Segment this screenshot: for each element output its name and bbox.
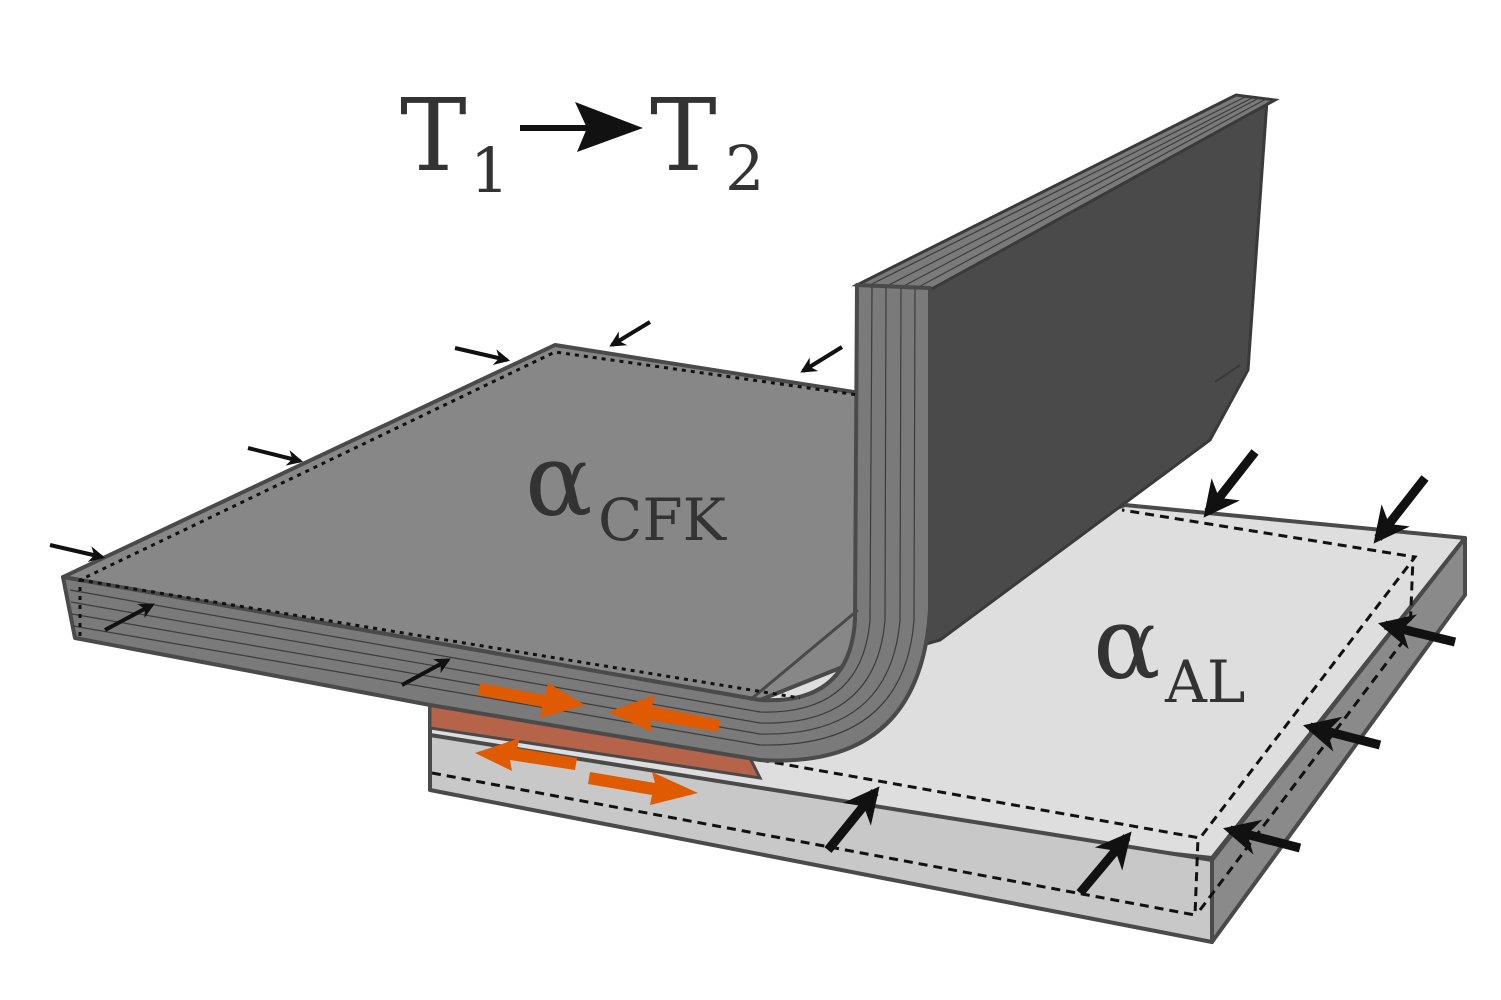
arrow-icon bbox=[1076, 831, 1132, 896]
shear-arrows bbox=[475, 683, 720, 805]
arrow-icon bbox=[247, 446, 304, 466]
arrow-icon bbox=[1378, 614, 1457, 650]
arrow-icon bbox=[824, 786, 880, 853]
t2-subscript: 2 bbox=[725, 132, 764, 205]
al-dashed-outline-top bbox=[759, 508, 1418, 840]
arrow-icon bbox=[609, 320, 652, 347]
arrow-icon bbox=[1203, 449, 1259, 518]
shear-arrow-left-lower-icon bbox=[475, 738, 577, 771]
alpha-al-label: α AL bbox=[1093, 585, 1245, 716]
arrow-icon bbox=[401, 658, 451, 687]
cfk-front-edge bbox=[61, 283, 932, 763]
cfk-dotted-outline bbox=[78, 350, 859, 636]
arrow-right-head-icon bbox=[575, 102, 643, 152]
temperature-change-label: T 1 T 2 bbox=[400, 77, 764, 207]
alpha-cfk-label: α CFK bbox=[525, 422, 728, 554]
arrow-icon bbox=[104, 603, 155, 632]
arrow-icon bbox=[1303, 716, 1382, 752]
arrow-icon bbox=[800, 345, 844, 373]
arrow-icon bbox=[49, 543, 106, 562]
alpha-cfk-subscript: CFK bbox=[598, 486, 728, 554]
cfk-contraction-arrows bbox=[49, 320, 844, 687]
cfk-laminate bbox=[61, 283, 932, 763]
arrow-icon bbox=[1223, 819, 1302, 855]
t1-label: T bbox=[400, 77, 467, 194]
alpha-al-symbol: α bbox=[1093, 585, 1161, 702]
al-dashed-outline-front bbox=[431, 771, 1200, 917]
arrow-icon bbox=[454, 346, 511, 365]
al-contraction-arrows bbox=[824, 449, 1457, 896]
alpha-cfk-symbol: α bbox=[525, 422, 593, 539]
shear-arrow-right-icon bbox=[478, 683, 585, 718]
shear-arrow-right-lower-icon bbox=[588, 772, 698, 805]
arrow-icon bbox=[1373, 475, 1429, 544]
alpha-al-subscript: AL bbox=[1164, 648, 1245, 716]
t1-subscript: 1 bbox=[470, 134, 509, 207]
cfk-flange bbox=[851, 93, 1280, 653]
shear-arrow-left-icon bbox=[608, 695, 720, 732]
t2-label: T bbox=[650, 77, 717, 194]
